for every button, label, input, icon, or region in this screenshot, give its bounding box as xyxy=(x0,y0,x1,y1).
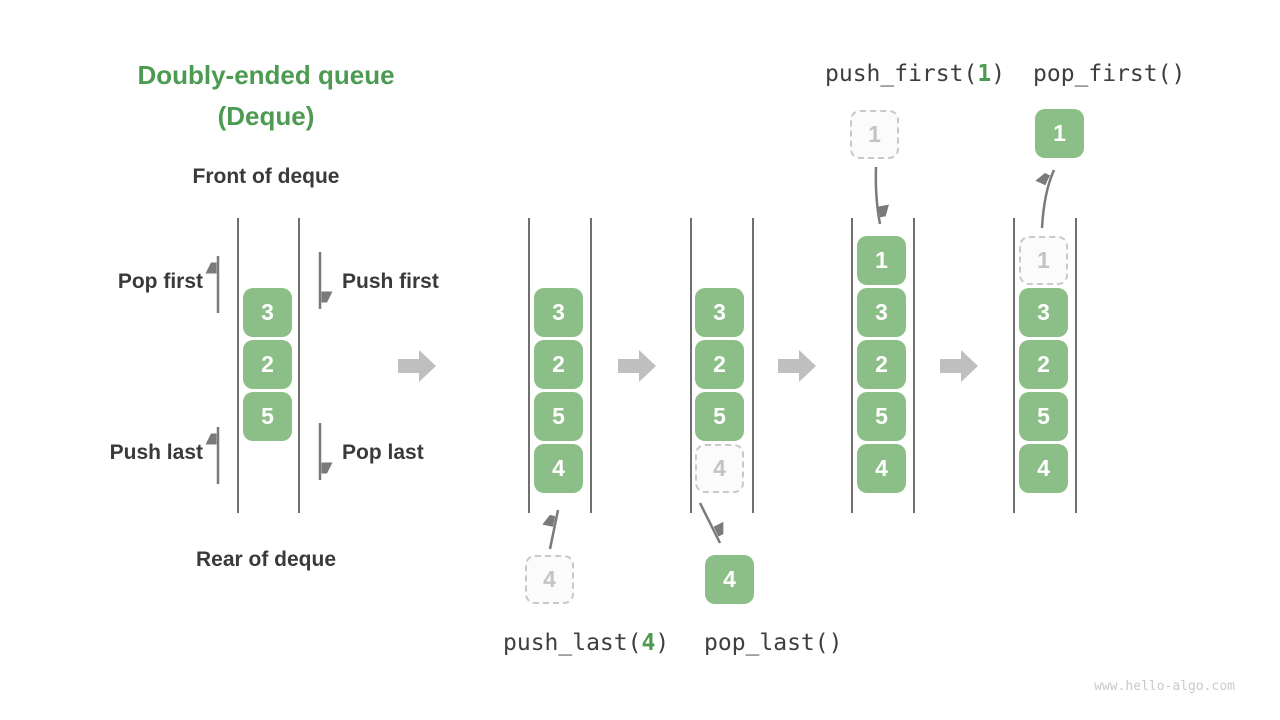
queue-cell: 2 xyxy=(534,340,583,389)
diagram-title-line1: Doubly-ended queue xyxy=(137,60,395,90)
op-arg: 1 xyxy=(977,61,992,87)
queue-wall xyxy=(690,218,692,513)
outgoing-value-cell: 4 xyxy=(705,555,754,604)
push-last-op-label: push_last(4) xyxy=(503,630,669,656)
queue-wall xyxy=(1075,218,1077,513)
pop-first-remove-arrow-icon xyxy=(1042,169,1056,229)
queue-wall xyxy=(237,218,239,513)
queue-wall xyxy=(913,218,915,513)
pop-last-remove-arrow-icon xyxy=(698,502,720,544)
queue-cell: 3 xyxy=(857,288,906,337)
flow-arrow-icon-4 xyxy=(940,350,978,382)
push-first-label: Push first xyxy=(342,270,439,293)
outgoing-value-cell: 1 xyxy=(1035,109,1084,158)
diagram-title-line2: (Deque) xyxy=(217,101,315,131)
push-first-insert-arrow-icon xyxy=(874,166,880,225)
op-text: ) xyxy=(991,61,1006,87)
rear-of-deque-label: Rear of deque xyxy=(195,548,337,571)
op-text: ) xyxy=(655,630,670,656)
flow-arrow-icon-2 xyxy=(618,350,656,382)
queue-cell: 2 xyxy=(695,340,744,389)
queue-cell: 5 xyxy=(243,392,292,441)
queue-cell: 4 xyxy=(1019,444,1068,493)
queue-cell: 3 xyxy=(243,288,292,337)
queue-cell: 4 xyxy=(534,444,583,493)
op-arg: 4 xyxy=(641,630,656,656)
push-last-insert-arrow-icon xyxy=(550,509,560,550)
pop-first-op-label: pop_first() xyxy=(1033,61,1186,87)
pop-last-label: Pop last xyxy=(342,441,424,464)
flow-arrow-icon-1 xyxy=(398,350,436,382)
queue-wall xyxy=(752,218,754,513)
queue-cell: 3 xyxy=(695,288,744,337)
queue-cell: 3 xyxy=(1019,288,1068,337)
queue-wall xyxy=(590,218,592,513)
front-of-deque-label: Front of deque xyxy=(192,165,340,188)
queue-cell: 5 xyxy=(534,392,583,441)
queue-cell: 5 xyxy=(857,392,906,441)
queue-cell: 2 xyxy=(1019,340,1068,389)
queue-wall xyxy=(1013,218,1015,513)
watermark: www.hello-algo.com xyxy=(1094,679,1235,694)
queue-cell: 4 xyxy=(857,444,906,493)
queue-cell: 5 xyxy=(1019,392,1068,441)
push-last-label: Push last xyxy=(109,441,203,464)
queue-wall xyxy=(298,218,300,513)
queue-cell: 3 xyxy=(534,288,583,337)
queue-cell: 2 xyxy=(857,340,906,389)
op-text: push_last( xyxy=(503,630,642,656)
removed-slot-ghost: 4 xyxy=(695,444,744,493)
pop-first-label: Pop first xyxy=(117,270,203,293)
queue-cell: 5 xyxy=(695,392,744,441)
pop-last-op-label: pop_last() xyxy=(704,630,843,656)
queue-wall xyxy=(851,218,853,513)
op-text: push_first( xyxy=(825,61,978,87)
incoming-value-ghost: 4 xyxy=(525,555,574,604)
incoming-value-ghost: 1 xyxy=(850,110,899,159)
queue-wall xyxy=(528,218,530,513)
queue-cell: 2 xyxy=(243,340,292,389)
removed-slot-ghost: 1 xyxy=(1019,236,1068,285)
flow-arrow-icon-3 xyxy=(778,350,816,382)
queue-cell: 1 xyxy=(857,236,906,285)
push-first-op-label: push_first(1) xyxy=(825,61,1005,87)
